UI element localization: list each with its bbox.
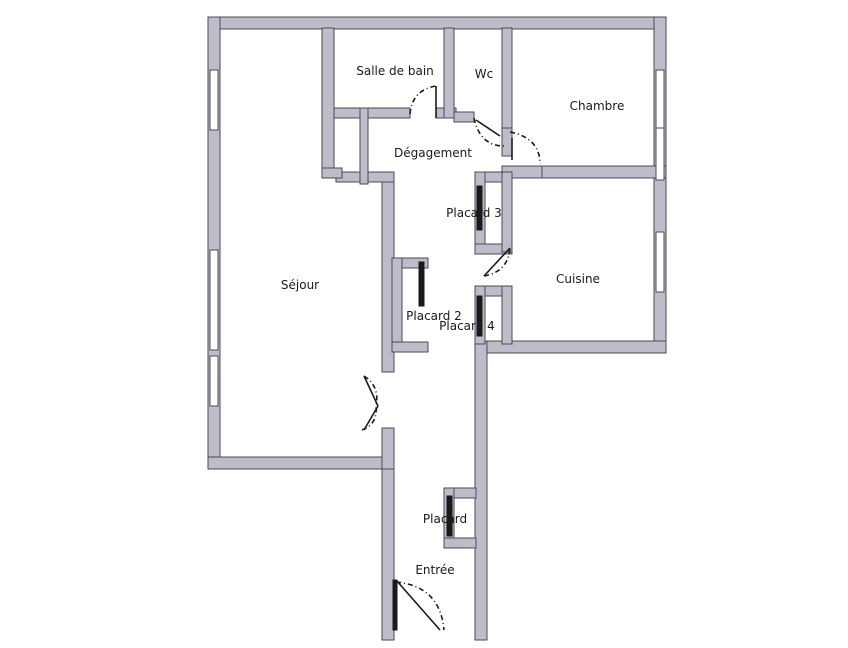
door-swing-arc xyxy=(409,85,437,115)
wall-segment xyxy=(653,16,667,350)
room-label-sejour: Séjour xyxy=(281,278,319,292)
closet-door xyxy=(392,579,398,631)
windows xyxy=(209,69,665,407)
window xyxy=(209,249,219,351)
room-label-cuisine: Cuisine xyxy=(556,272,600,286)
door-leaf xyxy=(475,119,501,137)
room-label-wc: Wc xyxy=(475,67,493,81)
room-label-degagement: Dégagement xyxy=(394,146,472,160)
wall-segment xyxy=(443,537,477,549)
wall-segment xyxy=(391,257,403,353)
wall-segment xyxy=(453,111,475,123)
door-swing-arc xyxy=(509,131,541,165)
door-swing-arc xyxy=(363,375,378,407)
window xyxy=(655,231,665,293)
closet-door xyxy=(418,261,425,307)
wall-segment xyxy=(381,427,395,470)
doors xyxy=(361,85,541,631)
door-swing-arc xyxy=(483,247,511,277)
wall-segment xyxy=(207,456,395,470)
wall-segment xyxy=(381,456,395,641)
wall-segment xyxy=(443,27,455,119)
window xyxy=(655,127,665,181)
door-swing-arc xyxy=(361,405,378,431)
room-label-placard-3: Placard 3 xyxy=(446,206,502,220)
wall-segment xyxy=(333,107,411,119)
wall-segment xyxy=(501,27,513,139)
room-label-chambre: Chambre xyxy=(570,99,625,113)
window xyxy=(209,355,219,407)
room-label-placard-2: Placard 2 xyxy=(406,309,462,323)
wall-segment xyxy=(207,16,667,30)
door-leaf xyxy=(395,579,441,631)
room-label-placard-4: Placard 4 xyxy=(439,319,495,333)
room-label-entree: Entrée xyxy=(415,563,454,577)
wall-segment xyxy=(501,285,513,345)
door-swing-arc xyxy=(395,581,445,631)
wall-segment xyxy=(501,171,513,253)
room-label-salle-de-bain: Salle de bain xyxy=(356,64,434,78)
wall-segment xyxy=(321,167,343,179)
closet-door xyxy=(446,495,453,537)
door-leaf xyxy=(483,247,511,277)
closet-door xyxy=(476,185,483,231)
wall-segment xyxy=(391,341,429,353)
wall-segment xyxy=(321,27,335,179)
wall-segment xyxy=(474,340,488,641)
window xyxy=(655,69,665,129)
wall-segment xyxy=(359,107,369,185)
closet-doors xyxy=(392,185,483,631)
window xyxy=(209,69,219,131)
door-swing-arc xyxy=(473,117,505,147)
room-label-placard: Placard xyxy=(423,512,467,526)
closet-door xyxy=(476,295,483,337)
door-leaf xyxy=(363,375,379,407)
